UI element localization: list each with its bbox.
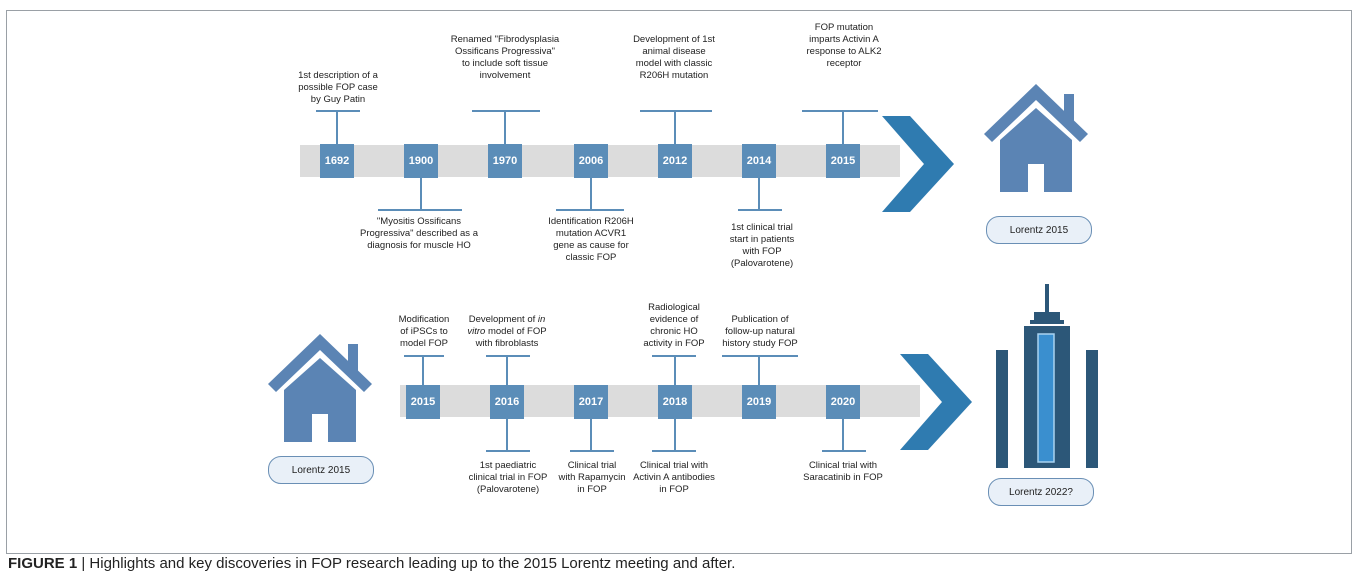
connector-cap-2020: [822, 450, 866, 452]
year-box-2016: 2016: [490, 385, 524, 419]
year-box-2019: 2019: [742, 385, 776, 419]
connector-stem-2014: [758, 178, 760, 210]
connector-stem-2019: [758, 355, 760, 385]
house-icon: [268, 334, 372, 442]
connector-stem-2016-bottom: [506, 419, 508, 451]
connector-cap-2018-bottom: [652, 450, 696, 452]
year-box-2015: 2015: [406, 385, 440, 419]
connector-cap-2015: [802, 110, 878, 112]
figure-caption: FIGURE 1 | Highlights and key discoverie…: [8, 555, 735, 572]
connector-stem-2018-bottom: [674, 419, 676, 451]
caption-label: FIGURE 1: [8, 555, 78, 572]
caption-text: Highlights and key discoveries in FOP re…: [89, 555, 736, 572]
year-box-1692: 1692: [320, 144, 354, 178]
connector-stem-2017: [590, 419, 592, 451]
year-box-2014: 2014: [742, 144, 776, 178]
year-box-2017: 2017: [574, 385, 608, 419]
connector-cap-2016-top: [486, 355, 530, 357]
event-label-1900: "Myositis Ossificans Progressiva" descri…: [360, 216, 478, 251]
connector-stem-1970: [504, 110, 506, 144]
event-label-2020: Clinical trial with Saracatinib in FOP: [803, 460, 883, 483]
arrow-chevron-row1: [882, 116, 954, 212]
event-label-2017: Clinical trial with Rapamycin in FOP: [558, 460, 626, 495]
connector-stem-2006: [590, 178, 592, 210]
connector-stem-1900: [420, 178, 422, 210]
event-label-2016-bottom: 1st paediatric clinical trial in FOP (Pa…: [468, 460, 548, 495]
connector-cap-2017: [570, 450, 614, 452]
connector-cap-1900: [378, 209, 462, 211]
lorentz-2015-label: Lorentz 2015: [986, 216, 1092, 244]
connector-stem-2016-top: [506, 355, 508, 385]
year-box-1900: 1900: [404, 144, 438, 178]
connector-cap-2012: [640, 110, 712, 112]
connector-cap-2019: [722, 355, 798, 357]
event-label-2018-top: Radiological evidence of chronic HO acti…: [643, 302, 705, 349]
connector-stem-2015: [842, 110, 844, 144]
connector-cap-1692: [316, 110, 360, 112]
connector-cap-1970: [472, 110, 540, 112]
connector-cap-2006: [556, 209, 624, 211]
event-label-2019: Publication of follow-up natural history…: [722, 314, 798, 349]
event-label-2015: FOP mutation imparts Activin A response …: [806, 22, 882, 69]
event-label-2015b: Modification of iPSCs to model FOP: [398, 314, 450, 349]
year-box-2015: 2015: [826, 144, 860, 178]
skyscraper-icon: [996, 284, 1098, 468]
year-box-2018: 2018: [658, 385, 692, 419]
connector-stem-2015b: [422, 355, 424, 385]
event-label-2012: Development of 1st animal disease model …: [633, 34, 715, 81]
caption-separator: |: [77, 555, 90, 572]
figure-frame: [6, 10, 1352, 554]
event-label-1692: 1st description of a possible FOP case b…: [298, 70, 378, 105]
connector-stem-2018-top: [674, 355, 676, 385]
lorentz-2015-start-label: Lorentz 2015: [268, 456, 374, 484]
house-icon: [984, 84, 1088, 192]
year-box-2020: 2020: [826, 385, 860, 419]
arrow-chevron-row2: [900, 354, 972, 450]
event-label-2018-bottom: Clinical trial with Activin A antibodies…: [633, 460, 715, 495]
year-box-2012: 2012: [658, 144, 692, 178]
connector-stem-1692: [336, 110, 338, 144]
connector-cap-2016-bottom: [486, 450, 530, 452]
connector-cap-2014: [738, 209, 782, 211]
event-label-1970: Renamed "Fibrodysplasia Ossificans Progr…: [450, 34, 560, 81]
year-box-1970: 1970: [488, 144, 522, 178]
event-label-2016-top: Development of in vitro model of FOP wit…: [467, 314, 547, 349]
connector-cap-2015b: [404, 355, 444, 357]
connector-stem-2012: [674, 110, 676, 144]
event-label-2014: 1st clinical trial start in patients wit…: [729, 222, 795, 269]
connector-stem-2020: [842, 419, 844, 451]
year-box-2006: 2006: [574, 144, 608, 178]
lorentz-2022-label: Lorentz 2022?: [988, 478, 1094, 506]
event-label-2006: Identification R206H mutation ACVR1 gene…: [548, 216, 634, 263]
